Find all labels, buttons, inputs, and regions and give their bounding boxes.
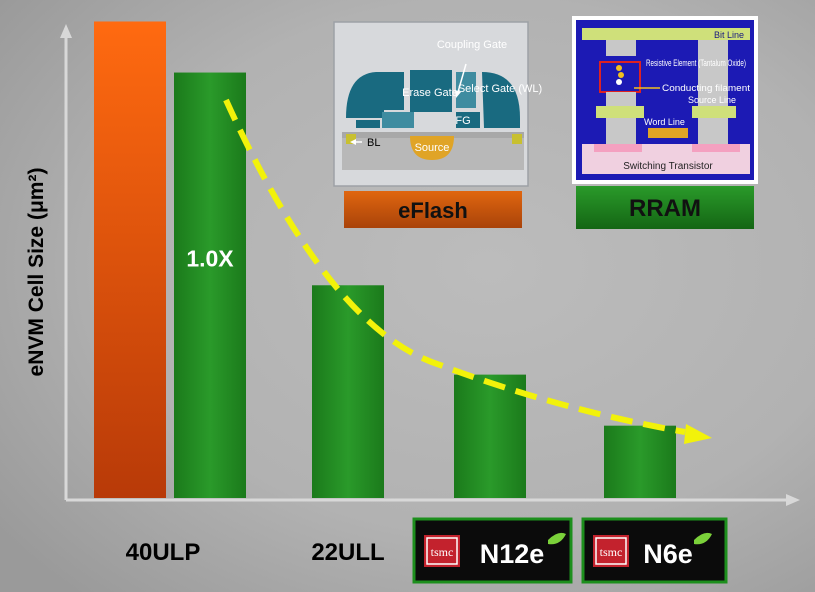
tsmc-logo-text: tsmc — [600, 545, 623, 559]
bar-rram-n12e — [454, 374, 526, 498]
bar-annotation: 1.0X — [186, 246, 234, 272]
eflash-cross-section-diagram — [342, 63, 524, 170]
eflash-part-label: Select Gate (WL) — [458, 83, 542, 95]
rram-structure-diagram — [582, 28, 750, 174]
tsmc-logo: tsmc — [424, 535, 460, 567]
rram-part-label: Switching Transistor — [623, 161, 713, 172]
eflash-part-label: FG — [455, 115, 470, 127]
trend-arrow — [223, 98, 712, 444]
rram-part-label: Bit Line — [714, 30, 744, 40]
legend-eflash-label: eFlash — [398, 198, 468, 223]
axes — [60, 24, 800, 506]
eflash-part-label: Erase Gate — [402, 87, 458, 99]
bars: 1.0X — [94, 21, 676, 499]
eflash-part-label: Source — [415, 142, 450, 154]
rram-part-label: Source Line — [688, 95, 736, 105]
legend-eflash-swatch — [344, 191, 522, 228]
legend-rram: Bit Line Resistive Element (Tantalum Oxi… — [572, 16, 758, 229]
rram-part-label: Word Line — [644, 117, 685, 127]
tick-label-n6e: N6e — [643, 539, 693, 569]
bar-rram-n6e — [604, 425, 676, 498]
eflash-part-label: Coupling Gate — [437, 39, 507, 51]
trend-arrow-line — [223, 98, 686, 435]
rram-part-label: Conducting filament — [662, 83, 751, 93]
bar-rram-40ulp — [174, 72, 246, 498]
leaf-icon — [548, 532, 566, 545]
tick-label-40ulp: 40ULP — [126, 539, 201, 566]
leaf-icon — [694, 532, 712, 545]
tick-label-n6e-badge: tsmc N6e — [581, 517, 728, 584]
tick-label-n12e-badge: tsmc N12e — [412, 517, 573, 584]
tsmc-logo: tsmc — [593, 535, 629, 567]
y-axis-arrow-icon — [60, 24, 72, 38]
tick-label-22ull: 22ULL — [311, 539, 384, 566]
legend-rram-label: RRAM — [629, 195, 701, 222]
bar-eflash-40ulp — [94, 21, 166, 499]
legend-eflash: Coupling Gate Erase Gate Select Gate (WL… — [333, 21, 542, 228]
y-axis-label: eNVM Cell Size (μm²) — [25, 168, 48, 377]
eflash-part-label: BL — [367, 137, 380, 149]
trend-arrow-head-icon — [684, 424, 712, 444]
rram-part-label: Resistive Element (Tantalum Oxide) — [646, 58, 746, 68]
legend-rram-swatch — [576, 186, 754, 229]
tick-label-n12e: N12e — [480, 539, 545, 569]
bar-rram-22ull — [312, 285, 384, 498]
x-axis-arrow-icon — [786, 494, 800, 506]
tsmc-logo-text: tsmc — [431, 545, 454, 559]
